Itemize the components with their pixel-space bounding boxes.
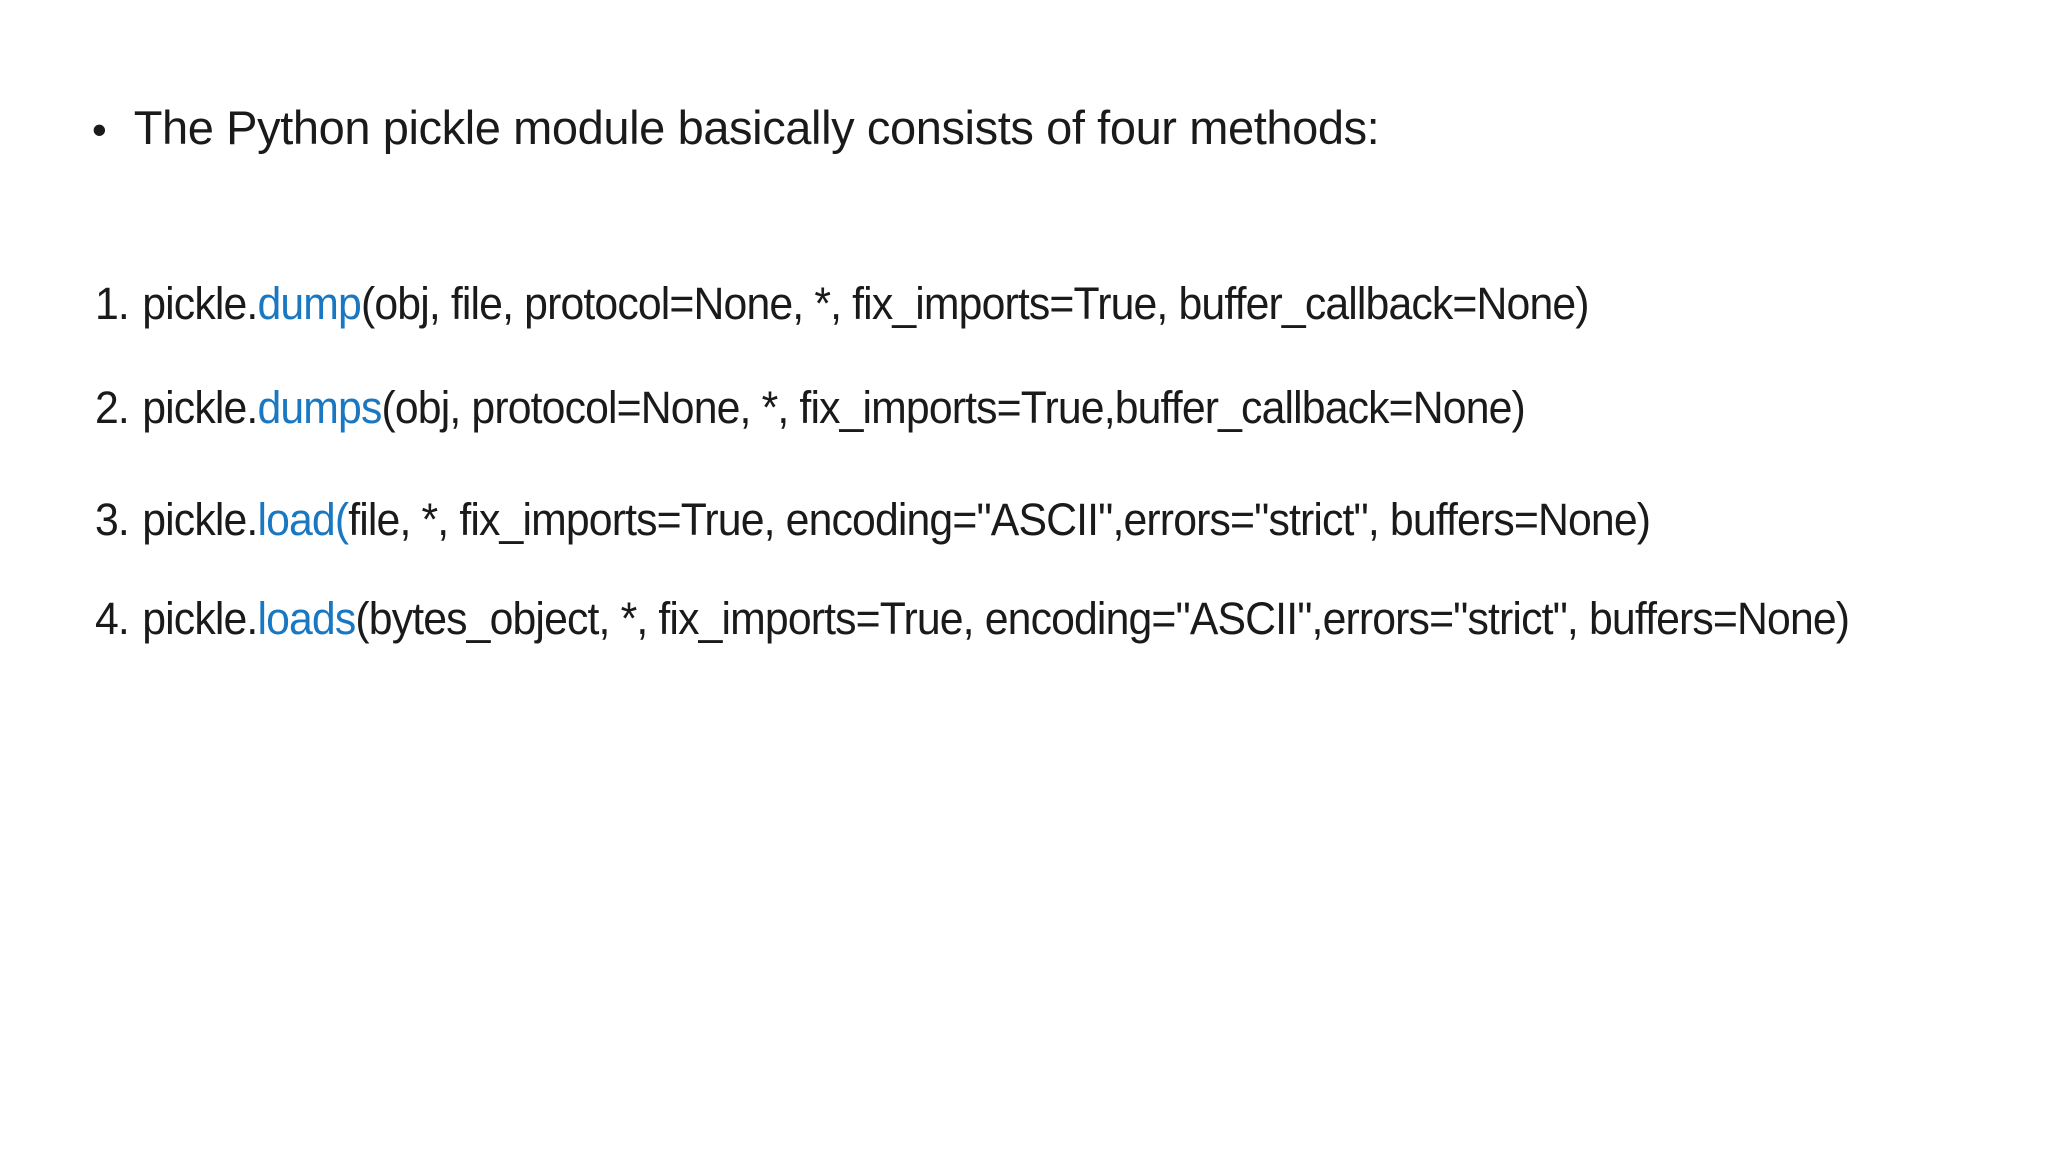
method-line-dumps: 2.pickle.dumps(obj, protocol=None, *, fi… [95, 382, 1526, 434]
method-line-loads: 4.pickle.loads(bytes_object, *, fix_impo… [95, 593, 1850, 645]
method-prefix: pickle. [142, 494, 258, 545]
method-args: (obj, file, protocol=None, *, fix_import… [360, 278, 1590, 329]
method-name-loads: loads [257, 593, 356, 644]
method-number: 3. [95, 494, 130, 545]
method-prefix: pickle. [142, 382, 258, 433]
method-args: (bytes_object, *, fix_imports=True, enco… [355, 593, 1850, 644]
method-name-dump: dump [257, 278, 361, 329]
method-line-dump: 1.pickle.dump(obj, file, protocol=None, … [95, 278, 1590, 330]
method-prefix: pickle. [142, 278, 258, 329]
method-args: file, *, fix_imports=True, encoding="ASC… [348, 494, 1651, 545]
slide-heading: The Python pickle module basically consi… [133, 101, 1380, 154]
method-number: 4. [95, 593, 130, 644]
method-line-load: 3.pickle.load(file, *, fix_imports=True,… [95, 494, 1651, 546]
method-name-dumps: dumps [257, 382, 382, 433]
method-number: 1. [95, 278, 130, 329]
method-args: (obj, protocol=None, *, fix_imports=True… [381, 382, 1525, 433]
bullet-line: • The Python pickle module basically con… [92, 100, 1380, 155]
method-name-load: load( [257, 494, 349, 545]
method-number: 2. [95, 382, 130, 433]
bullet-marker: • [92, 106, 107, 153]
method-prefix: pickle. [142, 593, 258, 644]
